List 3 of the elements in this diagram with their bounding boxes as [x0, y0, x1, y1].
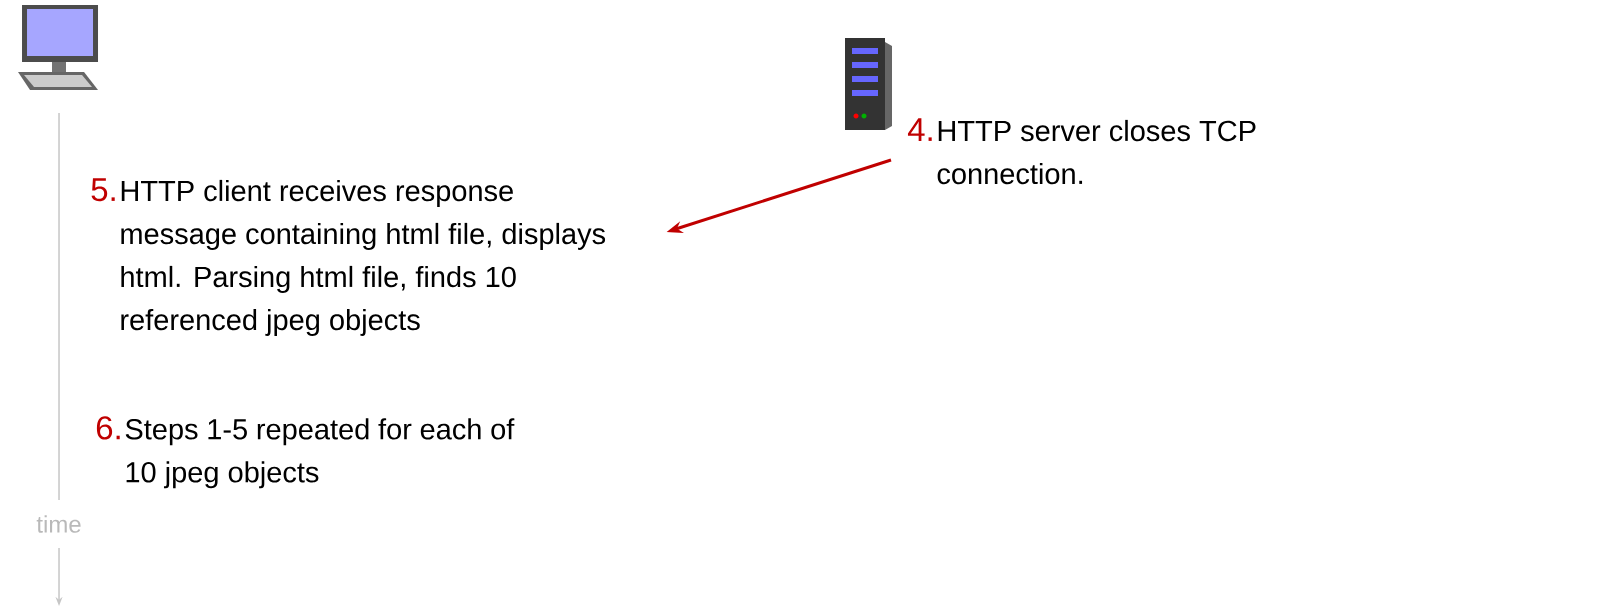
step-text: 4. HTTP server closes TCP connection. [907, 118, 1256, 185]
step-text: 5. HTTP client receives response message containing html file, displays html. Parsing html file, finds 10 referenced jpeg objects [91, 178, 606, 336]
axis-label: time [36, 515, 81, 533]
